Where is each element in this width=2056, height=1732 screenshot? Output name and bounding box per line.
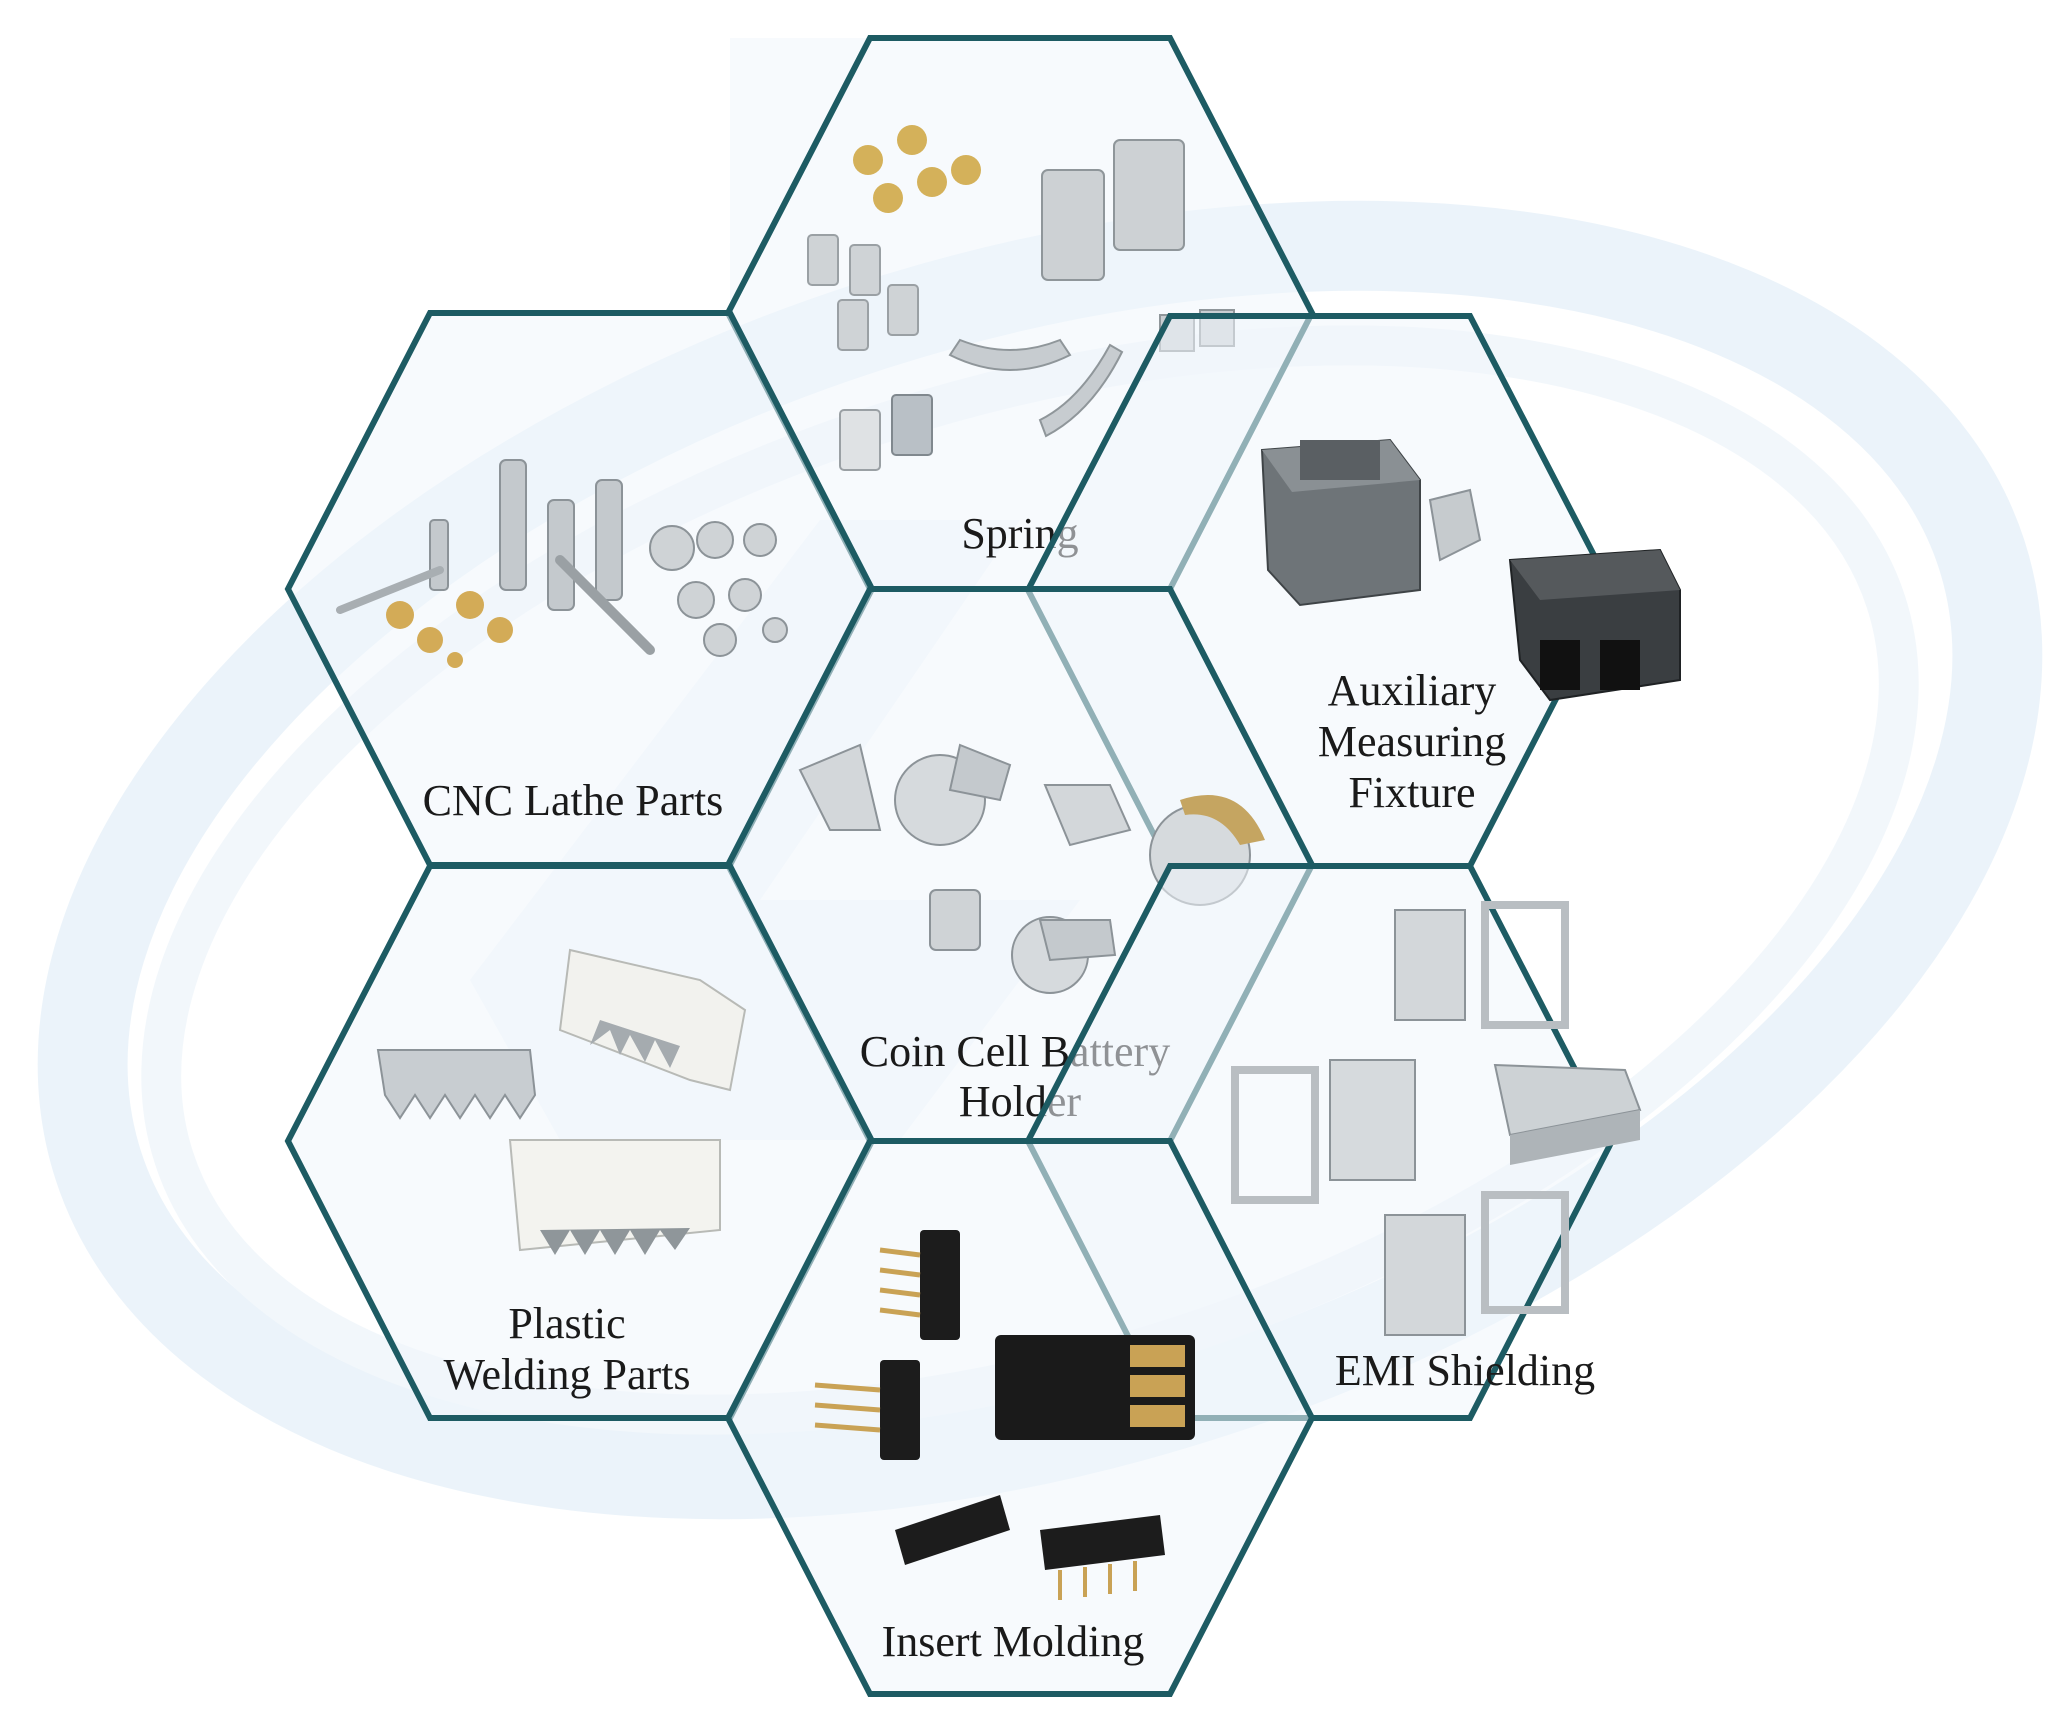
hex-cell-insert-molding: Insert Molding — [724, 1138, 1316, 1697]
shield-frame-icon — [1231, 901, 1642, 1336]
coin-cell-holder-icon — [798, 743, 1265, 994]
cell-label-line: Welding Parts — [444, 1350, 691, 1399]
turned-parts-icon — [336, 459, 788, 668]
measuring-fixture-icon — [1260, 438, 1681, 702]
cell-label-line: Plastic — [508, 1299, 625, 1348]
cell-label-line: Auxiliary — [1328, 666, 1497, 715]
cell-label-line: Measuring — [1318, 717, 1506, 766]
cell-label-line: EMI Shielding — [1335, 1346, 1595, 1395]
cell-label-line: CNC Lathe Parts — [423, 776, 724, 825]
pin-connector-icon — [814, 1230, 1195, 1600]
hexagon-border — [724, 1138, 1316, 1697]
spring-clips-icon — [807, 125, 1235, 471]
hex-cell-plastic-welding-parts: Plastic Welding Parts — [284, 863, 876, 1421]
hex-cell-cnc-lathe-parts: CNC Lathe Parts — [284, 310, 876, 868]
serrated-blade-icon — [376, 948, 747, 1255]
cell-label-line: Insert Molding — [882, 1617, 1145, 1666]
cell-label-line: Fixture — [1348, 768, 1475, 817]
